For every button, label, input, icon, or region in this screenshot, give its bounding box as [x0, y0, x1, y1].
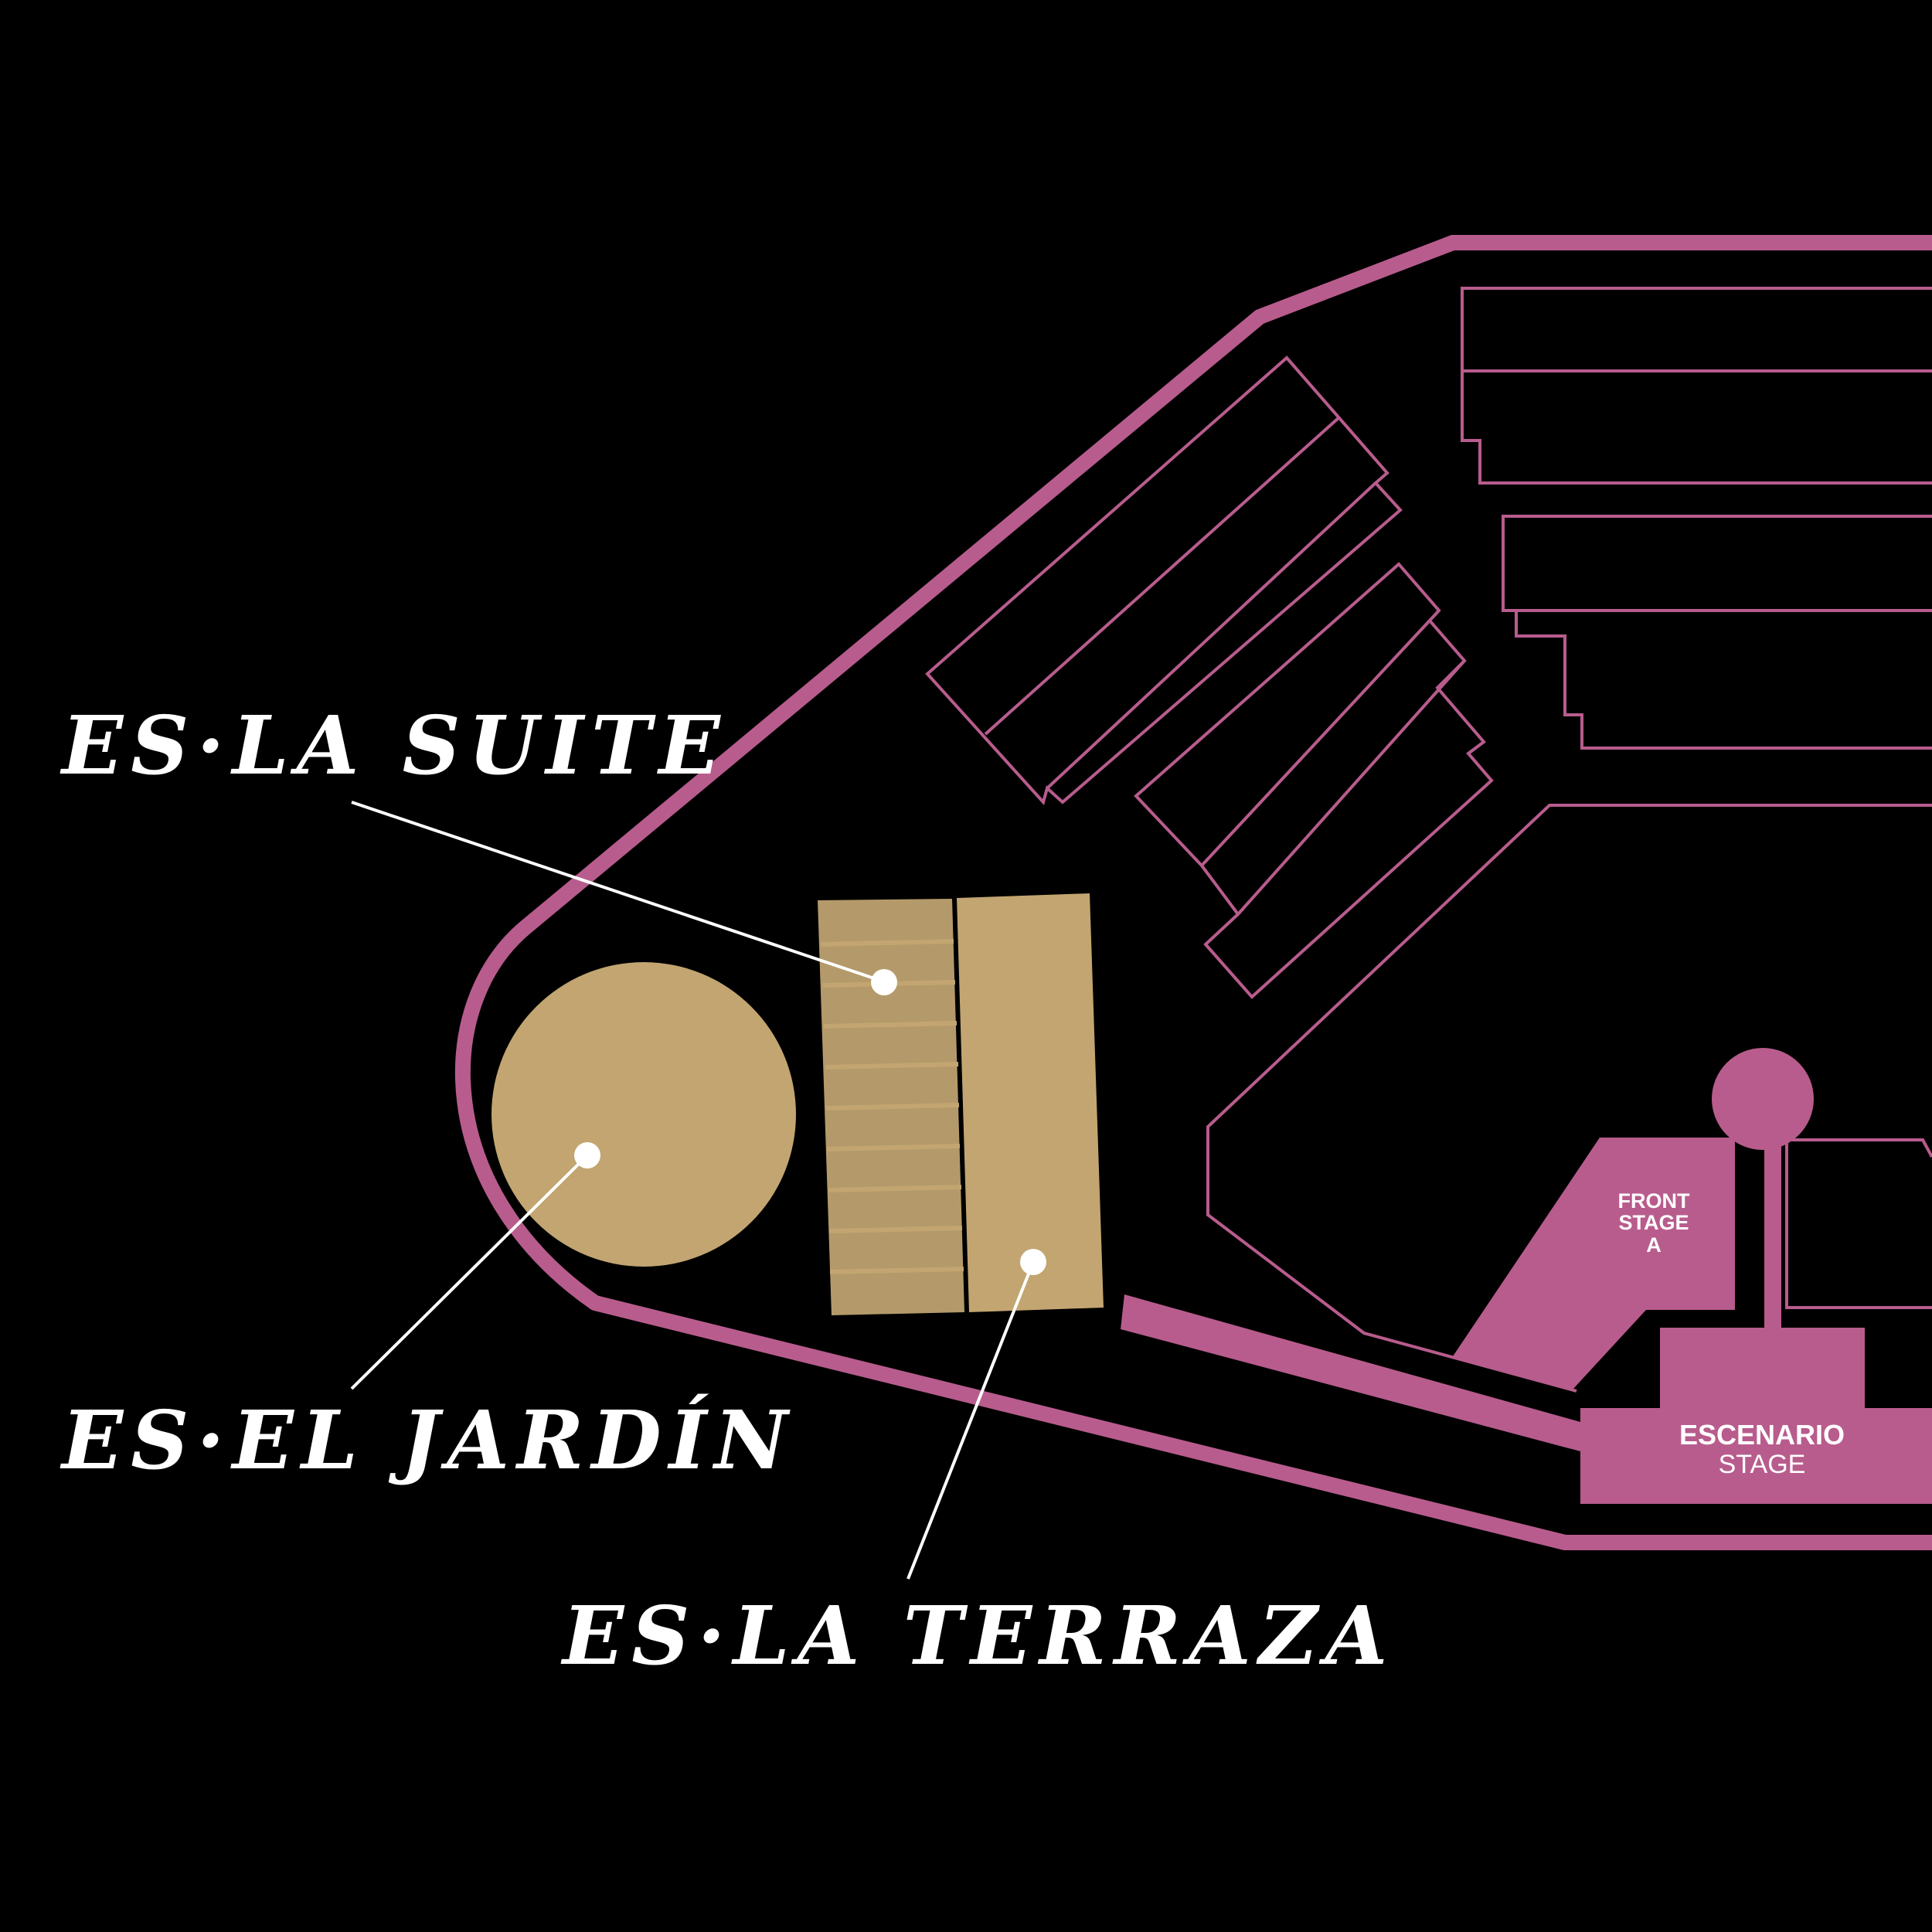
jardin-zone: [492, 962, 796, 1267]
front-stage-a: [1453, 1138, 1735, 1389]
terraza-marker: [1020, 1249, 1046, 1275]
main-stage-name: ESCENARIO: [1679, 1419, 1845, 1451]
suite-zone: [818, 899, 964, 1315]
seating-blocks-right: [1461, 287, 1932, 750]
front-stage-line2: STAGE: [1618, 1211, 1689, 1235]
main-stage: [1580, 1048, 1932, 1504]
main-stage-label: ESCENARIO STAGE: [1634, 1420, 1889, 1478]
catwalk: [1121, 1294, 1580, 1451]
jardin-marker: [574, 1142, 600, 1168]
main-stage-sub: STAGE: [1718, 1449, 1806, 1479]
front-stage-line1: FRONT: [1617, 1189, 1690, 1213]
stage-side-area: [1785, 1138, 1932, 1309]
leader-lines: [350, 801, 1035, 1580]
venue-boundary: [454, 235, 1932, 1550]
marker-dots: [574, 969, 1046, 1275]
suite-marker: [871, 969, 897, 995]
seating-blocks-diagonal: [925, 355, 1494, 999]
floor-zone: [1206, 804, 1932, 1393]
zone-label-terraza[interactable]: ES·LA TERRAZA: [563, 1588, 1396, 1683]
zone-label-suite[interactable]: ES·LA SUITE: [62, 698, 728, 793]
front-stage-line3: A: [1646, 1233, 1662, 1257]
front-stage-label: FRONT STAGE A: [1592, 1190, 1716, 1256]
terraza-zone: [957, 893, 1104, 1312]
zone-label-jardin[interactable]: ES·EL JARDÍN: [62, 1393, 796, 1488]
